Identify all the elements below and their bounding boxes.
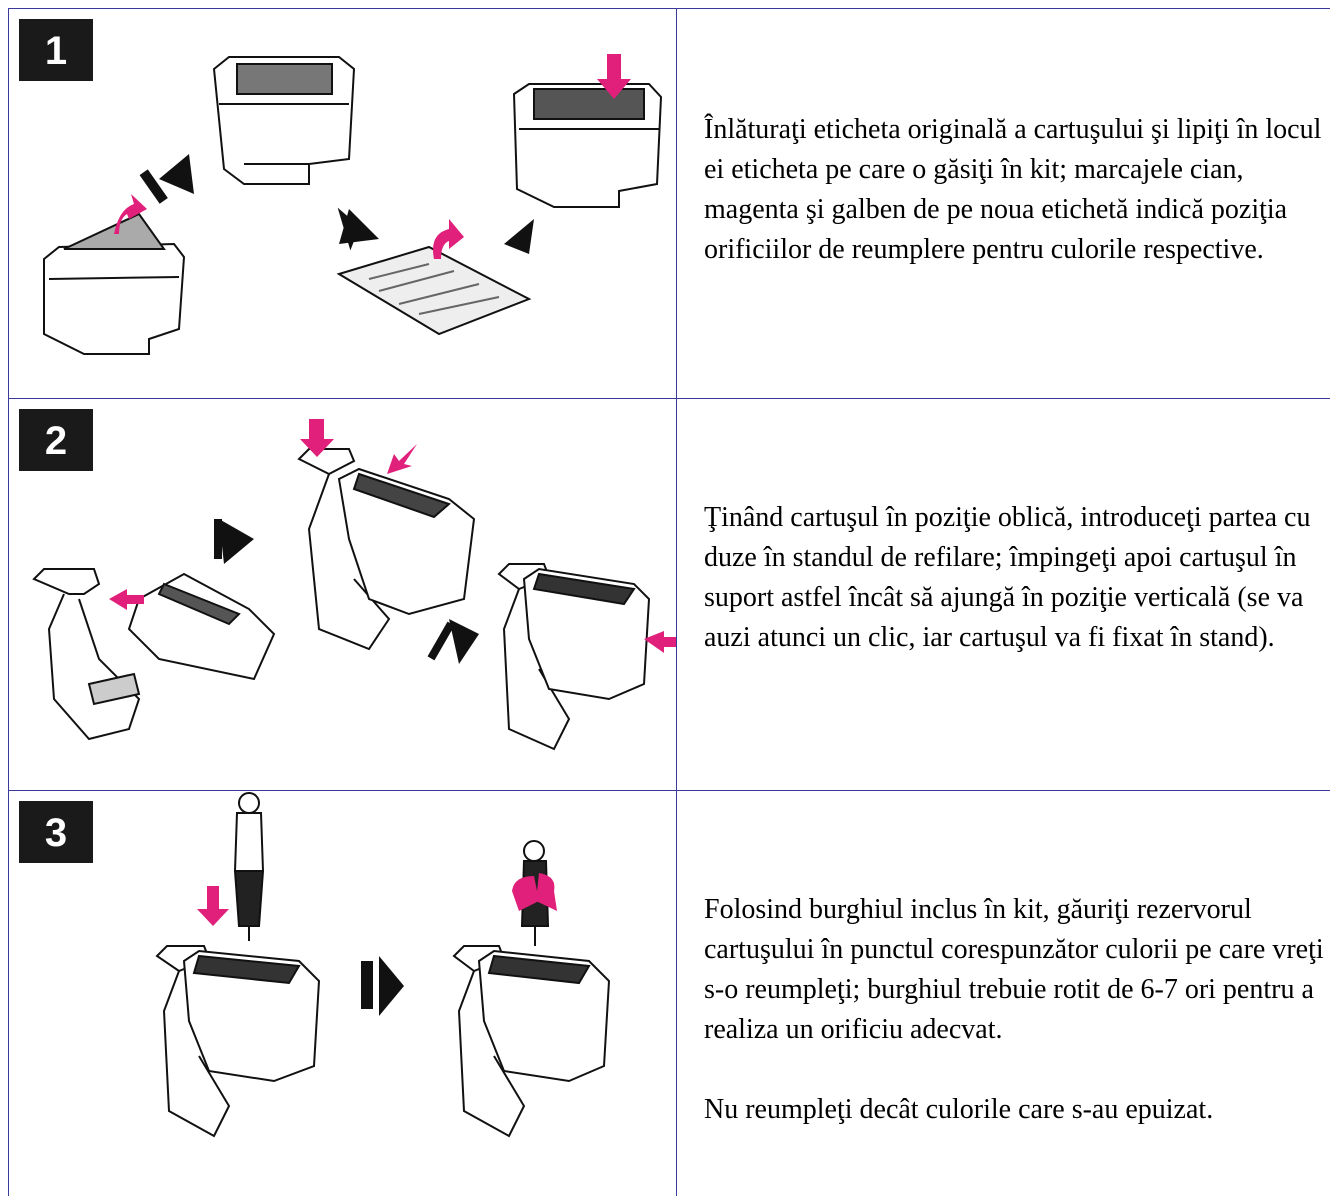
step-number: 1 xyxy=(45,29,67,73)
cartridge-in-stand-image xyxy=(297,448,476,651)
arrow-icon xyxy=(139,154,534,254)
column-divider xyxy=(676,8,677,1196)
step-3-description: Folosind burghiul inclus în kit, găuriţi… xyxy=(704,890,1324,1130)
step-badge: 1 xyxy=(19,19,93,81)
step-2-paragraph: Ţinând cartuşul în poziţie oblică, intro… xyxy=(704,502,1311,653)
step-number: 2 xyxy=(45,419,67,463)
step-number: 3 xyxy=(45,811,67,855)
refill-stand-image xyxy=(32,568,141,741)
cartridge-image xyxy=(43,212,186,355)
pink-arrow-icon xyxy=(114,54,631,259)
step-badge: 2 xyxy=(19,409,93,471)
step-3-illustration: 3 xyxy=(9,791,676,1196)
step-1-illustration: 1 xyxy=(9,9,676,398)
cartridge-image xyxy=(212,56,356,185)
drill-image xyxy=(233,792,265,941)
cartridge-in-stand-image xyxy=(155,945,321,1138)
cartridge-in-stand-image xyxy=(497,563,651,751)
cartridge-in-stand-image xyxy=(452,945,611,1138)
cartridge-image xyxy=(512,83,663,208)
label-sheet-image xyxy=(336,245,532,336)
arrow-icon xyxy=(361,956,404,1016)
pink-arrow-icon xyxy=(109,419,676,653)
step-badge: 3 xyxy=(19,801,93,863)
step-3-paragraph-2: Nu reumpleţi decât culorile care s-au ep… xyxy=(704,1094,1214,1125)
pink-arrow-icon xyxy=(197,873,557,926)
step-1-paragraph: Înlăturaţi eticheta originală a cartuşul… xyxy=(704,114,1322,265)
step-3-paragraph-1: Folosind burghiul inclus în kit, găuriţi… xyxy=(704,894,1324,1045)
arrow-icon xyxy=(214,519,479,664)
cartridge-image xyxy=(127,572,276,681)
step-1-description: Înlăturaţi eticheta originală a cartuşul… xyxy=(704,110,1324,270)
instructions-table xyxy=(8,8,1330,1196)
row-divider xyxy=(8,790,1330,791)
step-2-description: Ţinând cartuşul în poziţie oblică, intro… xyxy=(704,498,1324,658)
step-2-illustration: 2 xyxy=(9,399,676,790)
row-divider xyxy=(8,398,1330,399)
